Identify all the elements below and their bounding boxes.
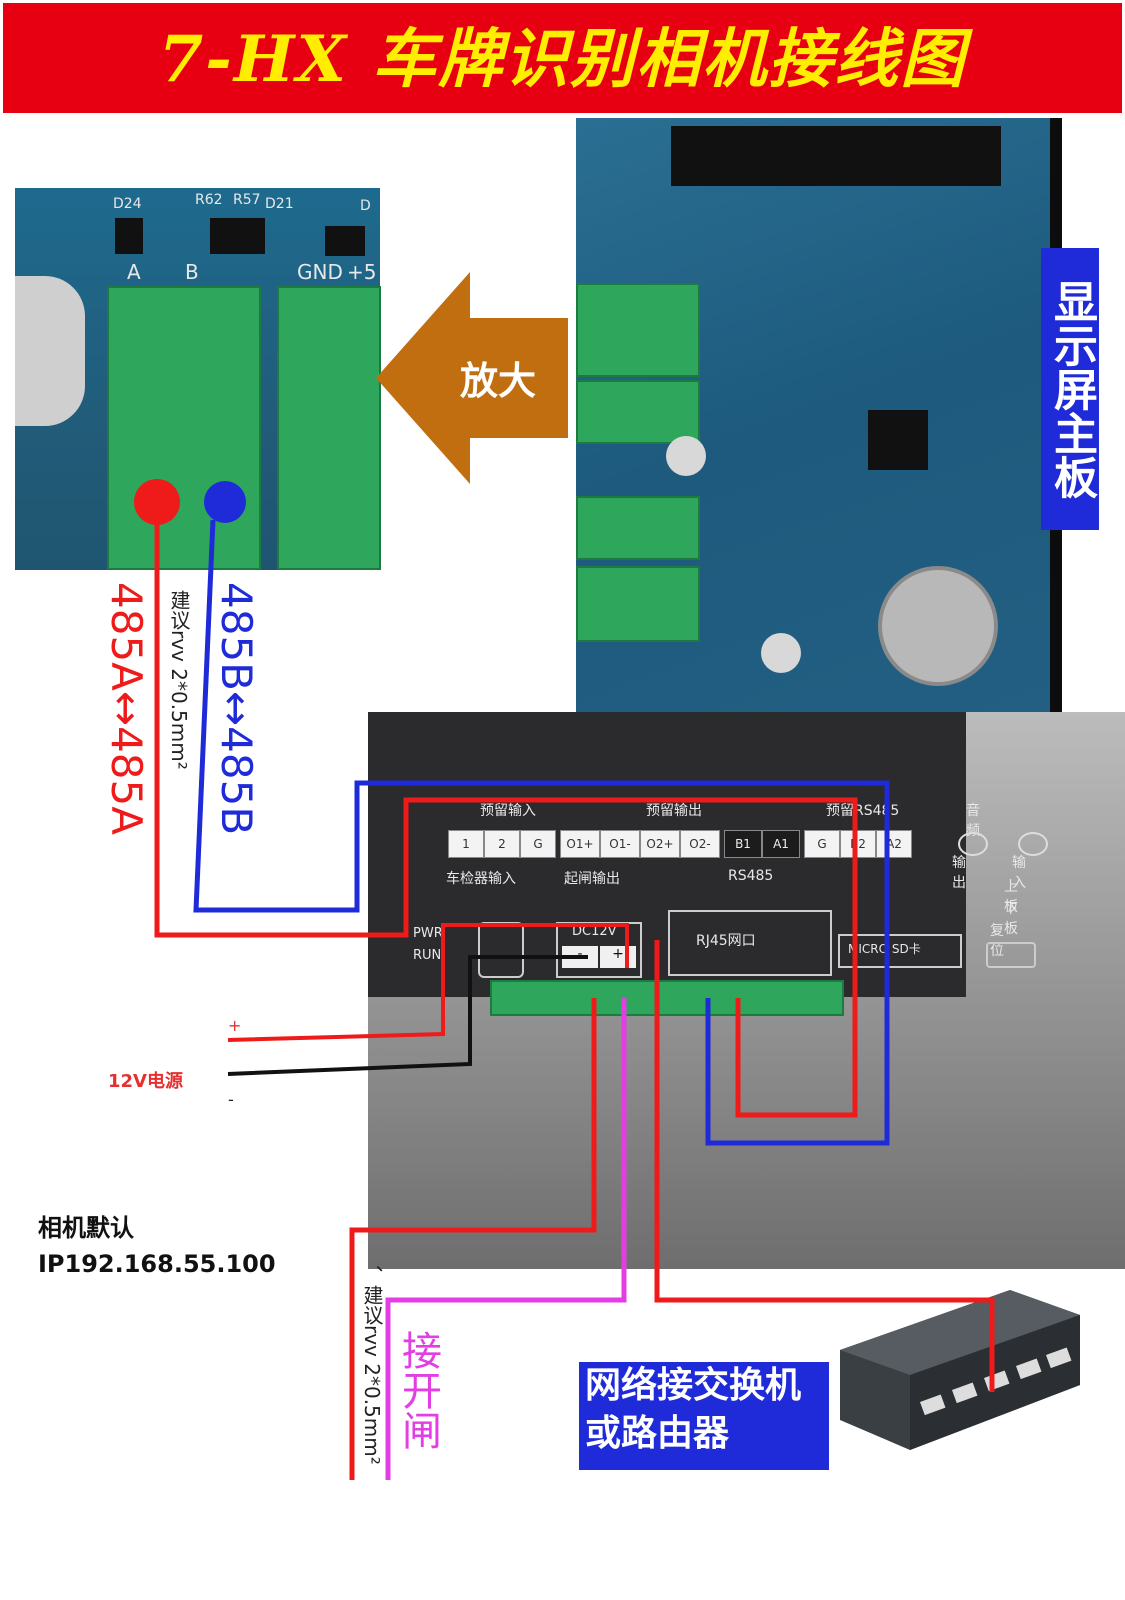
- mcu-chip: [868, 410, 928, 470]
- component-d: [325, 226, 365, 256]
- silk-d24: D24: [113, 196, 142, 212]
- title-bar: [3, 3, 1122, 113]
- wire-network: [654, 940, 995, 1392]
- silk-r57: R57: [233, 192, 261, 208]
- board-terminal-4: [576, 566, 700, 642]
- switch-port-2: [952, 1382, 978, 1404]
- component-d24: [115, 218, 143, 254]
- silk-d: D: [360, 198, 371, 214]
- silk-r62: R62: [195, 192, 223, 208]
- label-pwr: PWR: [413, 926, 443, 941]
- switch-port-1: [920, 1394, 946, 1416]
- label-rj45: RJ45网口: [696, 933, 756, 949]
- switch-port-4: [1016, 1358, 1042, 1380]
- pin-1: 1: [448, 830, 484, 858]
- display-mainboard-label: 显示屏主板: [1041, 248, 1099, 530]
- label-micro-sd: MICRO SD卡: [848, 942, 921, 956]
- rs485a-label: 485A↔485A: [102, 582, 151, 835]
- micro-sd-slot: MICRO SD卡: [838, 934, 962, 968]
- camera-ip-label: IP192.168.55.100: [38, 1250, 276, 1278]
- label-audio-out: 输出: [952, 855, 966, 891]
- pin-g2: G: [804, 830, 840, 858]
- group-reserved-input: 预留输入: [480, 803, 536, 819]
- network-switch-photo: [840, 1290, 1085, 1465]
- pin-g1: G: [520, 830, 556, 858]
- label-rs485: RS485: [728, 868, 774, 884]
- terminal-b-dot: [204, 481, 246, 523]
- diagram-title: 7-HX 车牌识别相机接线图: [158, 22, 967, 97]
- pin-o2n: O2-: [680, 830, 720, 858]
- wire-485a: [154, 520, 858, 1118]
- header-connectors: [671, 126, 1001, 186]
- rj45-port: RJ45网口: [668, 910, 832, 976]
- cable-hint-bottom: 、建议rvv 2*0.5mm²: [360, 1265, 384, 1465]
- reset-button: [986, 942, 1036, 968]
- pin-a2: A2: [876, 830, 912, 858]
- terminal-block-gnd: [277, 286, 381, 570]
- switch-top: [840, 1290, 1080, 1375]
- zoom-arrow: [376, 272, 568, 484]
- camera-default-label: 相机默认: [38, 1214, 134, 1242]
- pin-o1p: O1+: [560, 830, 600, 858]
- zoom-label: 放大: [460, 359, 537, 403]
- rs485b-label: 485B↔485B: [212, 582, 261, 836]
- board-capacitor-1: [666, 436, 706, 476]
- component-d21: [210, 218, 265, 254]
- wire-power-plus: [227, 923, 629, 1042]
- power-supply-label: 12V电源: [108, 1071, 183, 1092]
- capacitor: [15, 276, 85, 426]
- board-terminal-3: [576, 496, 700, 560]
- group-reserved-output: 预留输出: [646, 803, 702, 819]
- audio-in-jack: [1018, 832, 1048, 856]
- pin-b1: B1: [724, 830, 762, 858]
- silk-d21: D21: [265, 196, 294, 212]
- display-mainboard-photo: [576, 118, 1062, 712]
- wire-gate-2: [385, 998, 627, 1480]
- terminal-a-dot: [134, 479, 180, 525]
- audio-out-jack: [958, 832, 988, 856]
- label-audio-in: 输入: [1012, 855, 1026, 891]
- label-gate-output: 起闸输出: [564, 871, 620, 887]
- label-vehicle-detector-input: 车检器输入: [446, 871, 516, 887]
- group-reserved-rs485: 预留RS485: [826, 803, 900, 819]
- terminal-block-ab: [107, 286, 261, 570]
- board-terminal-1: [576, 283, 700, 377]
- silk-a: A: [127, 260, 141, 284]
- board-terminal-2: [576, 380, 700, 444]
- switch-port-5: [1046, 1347, 1072, 1369]
- pin-o1n: O1-: [600, 830, 640, 858]
- silk-5v: +5: [347, 260, 377, 284]
- pin-o2p: O2+: [640, 830, 680, 858]
- label-lower-board: 下板: [1004, 901, 1018, 937]
- wire-gate-1: [349, 998, 597, 1480]
- label-run: RUN: [413, 948, 442, 963]
- wire-power-minus: [227, 955, 588, 1076]
- label-reset: 复位: [990, 923, 1004, 959]
- silk-b: B: [185, 260, 199, 284]
- wire-485b: [193, 519, 890, 1146]
- power-plus-label: +: [228, 1016, 242, 1035]
- coin-battery: [878, 566, 998, 686]
- camera-terminal-strip: [490, 980, 844, 1016]
- gate-open-label: 接开闸: [395, 1330, 441, 1450]
- label-dc12v: DC12V: [572, 924, 617, 939]
- pin-a1: A1: [762, 830, 800, 858]
- silk-gnd: GND: [297, 260, 343, 284]
- zoomed-terminal-photo: D24 R62 R57 D21 D A B GND +5: [15, 188, 381, 570]
- switch-label: 网络接交换机或路由器: [579, 1362, 829, 1470]
- power-minus-label: -: [228, 1090, 234, 1109]
- pin-2: 2: [484, 830, 520, 858]
- cable-hint-top: 建议rvv 2*0.5mm²: [167, 590, 191, 770]
- label-upper-board: 上板: [1004, 879, 1018, 915]
- board-capacitor-2: [761, 633, 801, 673]
